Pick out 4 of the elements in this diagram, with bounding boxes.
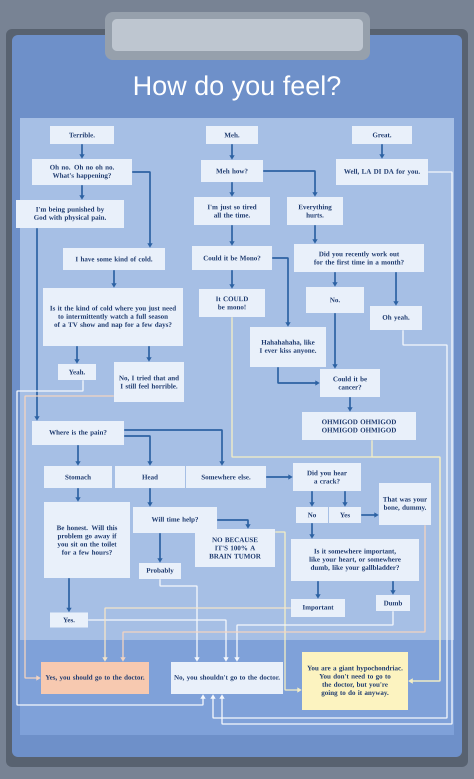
arrow [219,171,453,725]
arrow [210,330,448,719]
title: How do you feel? [134,75,340,101]
arrow [371,440,441,684]
